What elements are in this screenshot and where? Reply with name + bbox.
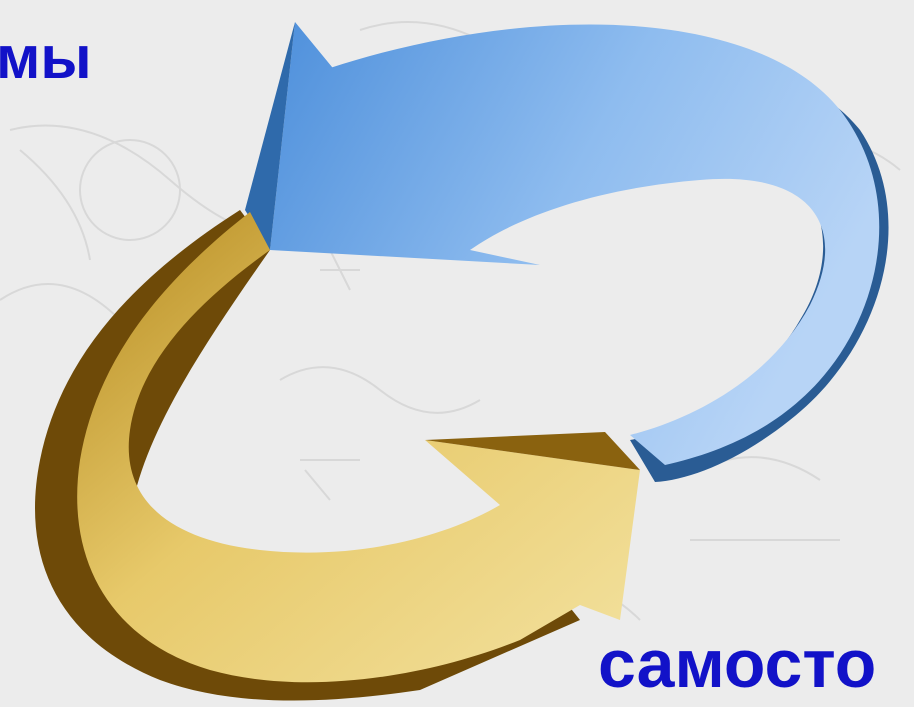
blue-arrow-body — [270, 22, 880, 465]
label-top: мы — [0, 24, 92, 91]
blue-arrowhead-side — [245, 22, 295, 250]
gold-arrowhead-side — [425, 432, 640, 470]
label-bottom: самосто — [598, 626, 877, 702]
gold-arrow-body — [77, 212, 640, 683]
